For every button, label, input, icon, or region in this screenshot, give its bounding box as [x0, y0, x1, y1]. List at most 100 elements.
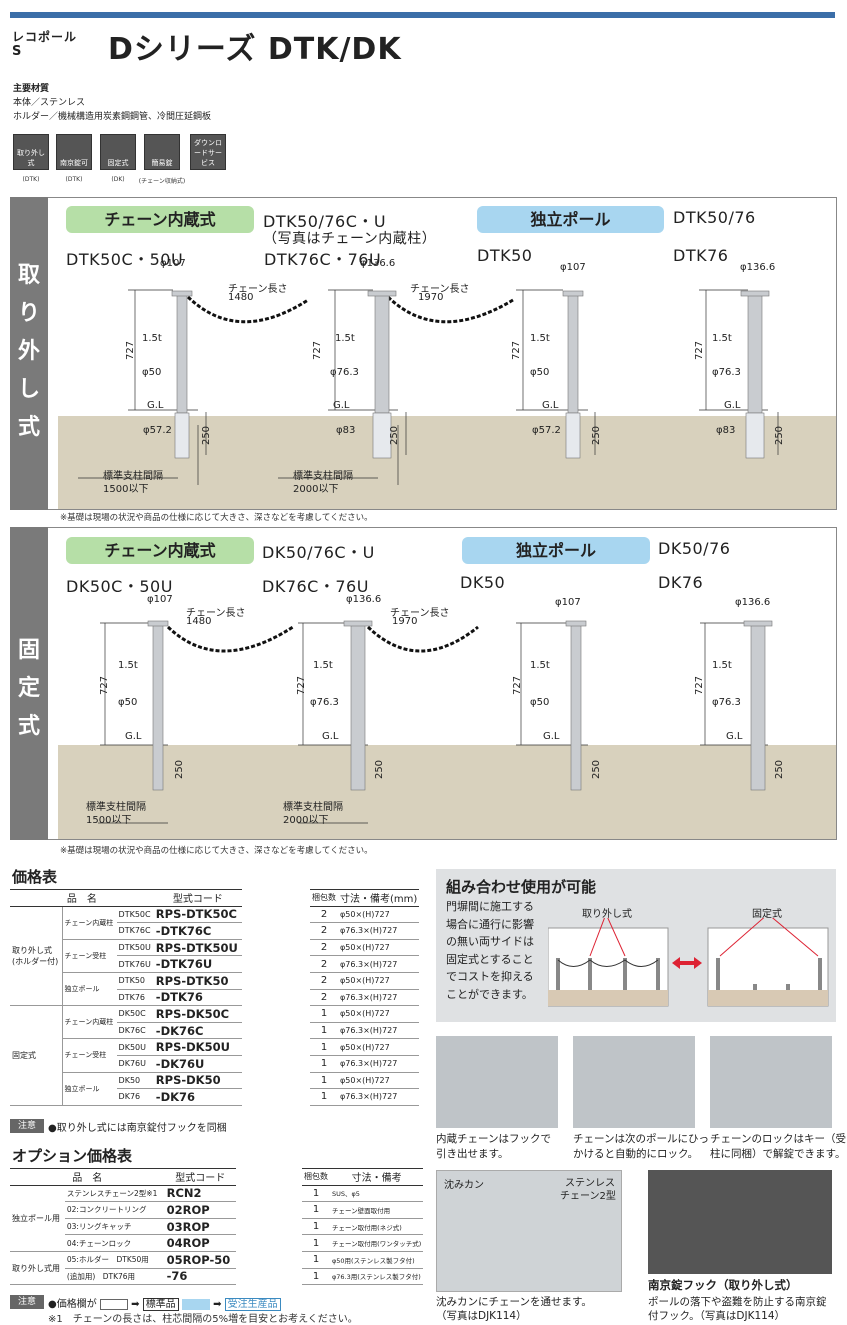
download-icon[interactable]: ダウンロードサービス	[190, 134, 226, 170]
caption-line: 柱に同梱）で解錠できます。	[710, 1148, 846, 1160]
code-cell: RPS-DK50	[153, 1072, 242, 1090]
spec-cell: φ50×(H)727	[338, 1072, 420, 1090]
model-cell: DK76U	[116, 1055, 154, 1073]
model-name: DTK50C・50U	[66, 250, 184, 269]
photo-chain-lock	[573, 1036, 695, 1128]
dim-pole-diameter: φ76.3	[310, 697, 339, 708]
group-cell: 独立ポール用	[10, 1185, 65, 1252]
combo-title: 組み合わせ使用が可能	[446, 878, 597, 896]
qty-cell: 1	[310, 1055, 338, 1073]
dim-thickness: 1.5t	[335, 333, 355, 344]
dim-depth: 250	[374, 759, 386, 780]
brand-sub-label: S	[12, 44, 22, 59]
model-cell: DTK50U	[116, 939, 154, 957]
spec-cell: φ76.3×(H)727	[338, 922, 420, 940]
dim-height: 727	[296, 675, 308, 696]
photo-key-unlock	[710, 1036, 832, 1128]
dim-diameter: φ136.6	[360, 258, 396, 269]
photo-label: ステンレス	[565, 1178, 615, 1189]
option-note: ●価格欄が ➡ 標準品 ➡ 受注生産品	[48, 1295, 281, 1311]
photo-padlock-hook	[648, 1170, 832, 1274]
model-name: DTK50	[477, 246, 533, 265]
qty-cell: 1	[310, 1038, 338, 1056]
side-char: 取	[17, 263, 40, 288]
icon-label: ダウンロードサービス	[194, 139, 222, 167]
caption-line: チェーンのロックはキー（受	[710, 1133, 846, 1145]
model-cell: DTK50	[116, 972, 154, 990]
qty-cell: 2	[310, 989, 338, 1007]
qty-cell: 1	[310, 1022, 338, 1040]
photo-sink-ring	[436, 1170, 622, 1292]
ground-line-label: G.L	[543, 731, 560, 742]
table-row: DTK76U-DTK76U	[10, 955, 242, 973]
brand-label: レコポール	[12, 30, 78, 44]
icon-label: 取り外し式	[17, 149, 45, 167]
spec-cell: φ50×(H)727	[338, 1038, 420, 1056]
spec-cell: φ76.3×(H)727	[338, 955, 420, 973]
dim-chain-length: 1970	[418, 292, 444, 303]
dim-chain: チェーン長さ	[186, 608, 246, 619]
side-char: 固	[17, 638, 40, 663]
model-cell: DK50	[116, 1072, 154, 1090]
dim-height: 727	[511, 340, 523, 361]
standard-label: 標準品	[142, 1298, 179, 1311]
qty-cell: 1	[302, 1201, 330, 1219]
qty-cell: 2	[310, 922, 338, 940]
dim-holder-diameter: φ57.2	[532, 425, 561, 436]
spec-cell: φ50×(H)727	[338, 1005, 420, 1023]
side-char: 外	[17, 339, 40, 364]
item-cell: 04:チェーンロック	[64, 1234, 165, 1252]
caption-line: かけると自動的にロック。	[573, 1148, 699, 1160]
dim-pole-diameter: φ76.3	[330, 367, 359, 378]
item-cell: 05:ホルダー DTK50用	[64, 1251, 165, 1269]
col-header: 型式コード	[164, 1168, 236, 1186]
dim-thickness: 1.5t	[530, 660, 550, 671]
code-cell: -DK76	[153, 1088, 242, 1106]
col-header: 寸法・備考(mm)	[338, 889, 420, 907]
photo-title: 南京錠フック（取り外し式）	[648, 1278, 798, 1292]
dim-depth: 250	[774, 759, 786, 780]
independent-pole-tag: 独立ポール	[477, 206, 664, 233]
group-cell: 取り外し式用	[10, 1251, 65, 1286]
combo-line: でコストを抑える	[446, 970, 534, 983]
table-row: DK76U-DK76U	[10, 1055, 242, 1073]
model-name: DK76C・76U	[262, 577, 369, 596]
model-name: DTK76	[673, 246, 729, 265]
spec-cell: チェーン取付用(ネジ式)	[330, 1218, 424, 1236]
fixed-diagrams	[98, 620, 773, 824]
spec-cell: φ50×(H)727	[338, 906, 420, 924]
dim-chain-length: 1480	[186, 616, 212, 627]
dim-thickness: 1.5t	[118, 660, 138, 671]
photo-caption: ポールの落下や盗難を防止する南京錠	[648, 1296, 827, 1308]
materials-line2: ホルダー／機械構造用炭素鋼鋼管、冷間圧延鋼板	[13, 112, 212, 122]
photo-label: 沈みカン	[444, 1180, 484, 1191]
note-text: ●価格欄が	[48, 1299, 97, 1310]
spec-cell: チェーン取付用(ワンタッチ式)	[330, 1234, 424, 1252]
standard-swatch	[99, 1298, 128, 1310]
model-name: DK50	[460, 573, 506, 592]
dim-diameter: φ136.6	[735, 597, 771, 608]
dim-height: 727	[694, 340, 706, 361]
price-table-title: 価格表	[12, 868, 58, 886]
sub-group-cell: 独立ポール	[62, 972, 117, 1007]
sub-group-cell: 独立ポール	[62, 1072, 117, 1106]
caption-line: 引き出せます。	[436, 1148, 509, 1160]
side-char: 定	[17, 676, 40, 701]
top-accent-bar	[10, 12, 835, 18]
spacing-value: 1500以下	[86, 815, 132, 826]
dim-depth: 250	[591, 759, 603, 780]
item-cell: ステンレスチェーン2型※1	[64, 1185, 165, 1203]
sub-group-cell: チェーン受柱	[62, 1038, 117, 1073]
code-cell: RPS-DK50U	[153, 1038, 242, 1056]
dim-height: 727	[512, 675, 524, 696]
combo-line: 場合に通行に影響	[446, 917, 534, 931]
